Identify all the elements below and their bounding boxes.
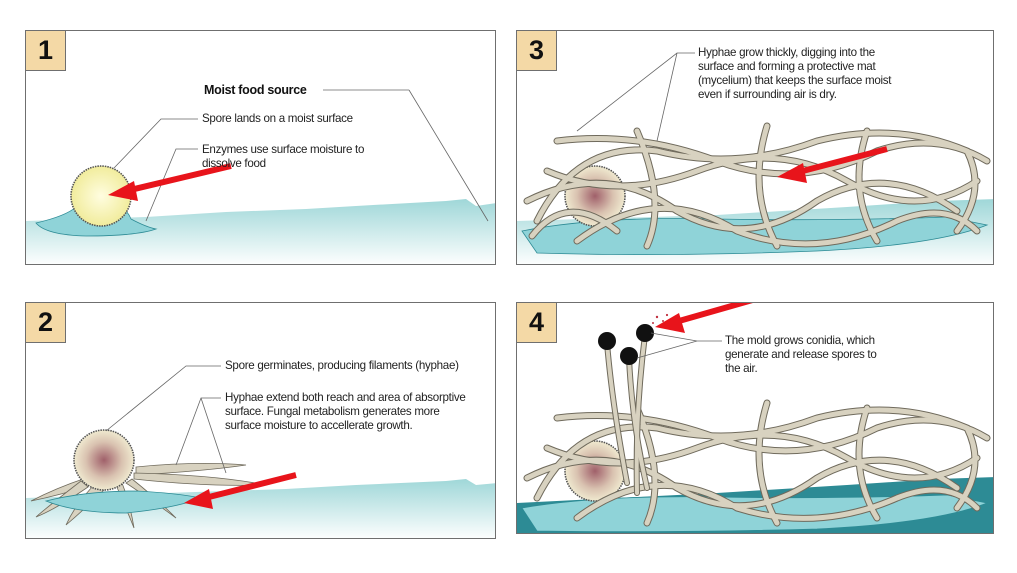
- panel-4-illustration: [517, 303, 993, 533]
- panel-2-illustration: [26, 365, 495, 538]
- conidiophores: [604, 332, 650, 496]
- conidium: [598, 332, 616, 350]
- red-arrow-3: [777, 146, 888, 183]
- caption-mycelium-2: surface and forming a protective mat: [698, 60, 876, 73]
- caption-germinates: Spore germinates, producing filaments (h…: [225, 359, 459, 372]
- leader-hyphae-2: [656, 52, 678, 142]
- leader-hyphae: [576, 52, 695, 132]
- caption-spore-lands: Spore lands on a moist surface: [202, 112, 353, 125]
- panel-step-4: 4 The mold grows conidia, which generate…: [516, 302, 994, 534]
- leader-extend-2: [200, 397, 227, 474]
- caption-extend-3: surface moisture to accellerate growth.: [225, 419, 413, 432]
- leader-food-2: [408, 89, 489, 222]
- panel-step-1: 1 Moist food source Spore lands on a moi…: [25, 30, 496, 265]
- panel-step-2: 2 Spore germinates, producing filaments …: [25, 302, 496, 539]
- leader-germinates: [105, 365, 221, 432]
- food-surface: [26, 199, 495, 264]
- caption-mycelium-4: even if surrounding air is dry.: [698, 88, 837, 101]
- panel-1-illustration: [26, 89, 495, 264]
- panel-step-3: 3 Hyphae grow thickly, digging into the …: [516, 30, 994, 265]
- conidium: [636, 324, 654, 342]
- red-arrow-2: [184, 472, 297, 509]
- caption-mycelium-3: (mycelium) that keeps the surface moist: [698, 74, 892, 87]
- red-arrow-1: [108, 163, 232, 201]
- leader-conidia-2: [636, 340, 698, 359]
- leader-spore: [113, 118, 198, 169]
- step-badge: 2: [26, 303, 66, 343]
- step-badge: 1: [26, 31, 66, 71]
- leader-conidia: [650, 332, 722, 342]
- caption-conidia-1: The mold grows conidia, which: [725, 334, 875, 347]
- conidium: [620, 347, 638, 365]
- caption-conidia-3: the air.: [725, 362, 758, 375]
- spore: [73, 429, 135, 491]
- mycelium-mat: [523, 122, 991, 250]
- panel-3-illustration: [517, 52, 993, 264]
- caption-extend-2: surface. Fungal metabolism generates mor…: [225, 405, 440, 418]
- step-badge: 4: [517, 303, 557, 343]
- leader-extend: [175, 397, 221, 466]
- caption-mycelium-1: Hyphae grow thickly, digging into the: [698, 46, 875, 59]
- caption-enzymes-2: dissolve food: [202, 157, 266, 170]
- caption-food-source: Moist food source: [204, 83, 307, 97]
- released-spores: [652, 313, 669, 324]
- caption-enzymes-1: Enzymes use surface moisture to: [202, 143, 365, 156]
- caption-conidia-2: generate and release spores to: [725, 348, 877, 361]
- caption-extend-1: Hyphae extend both reach and area of abs…: [225, 391, 466, 404]
- red-arrow-4: [655, 303, 753, 333]
- step-badge: 3: [517, 31, 557, 71]
- leader-enzymes: [145, 148, 198, 222]
- food-surface: [26, 479, 495, 538]
